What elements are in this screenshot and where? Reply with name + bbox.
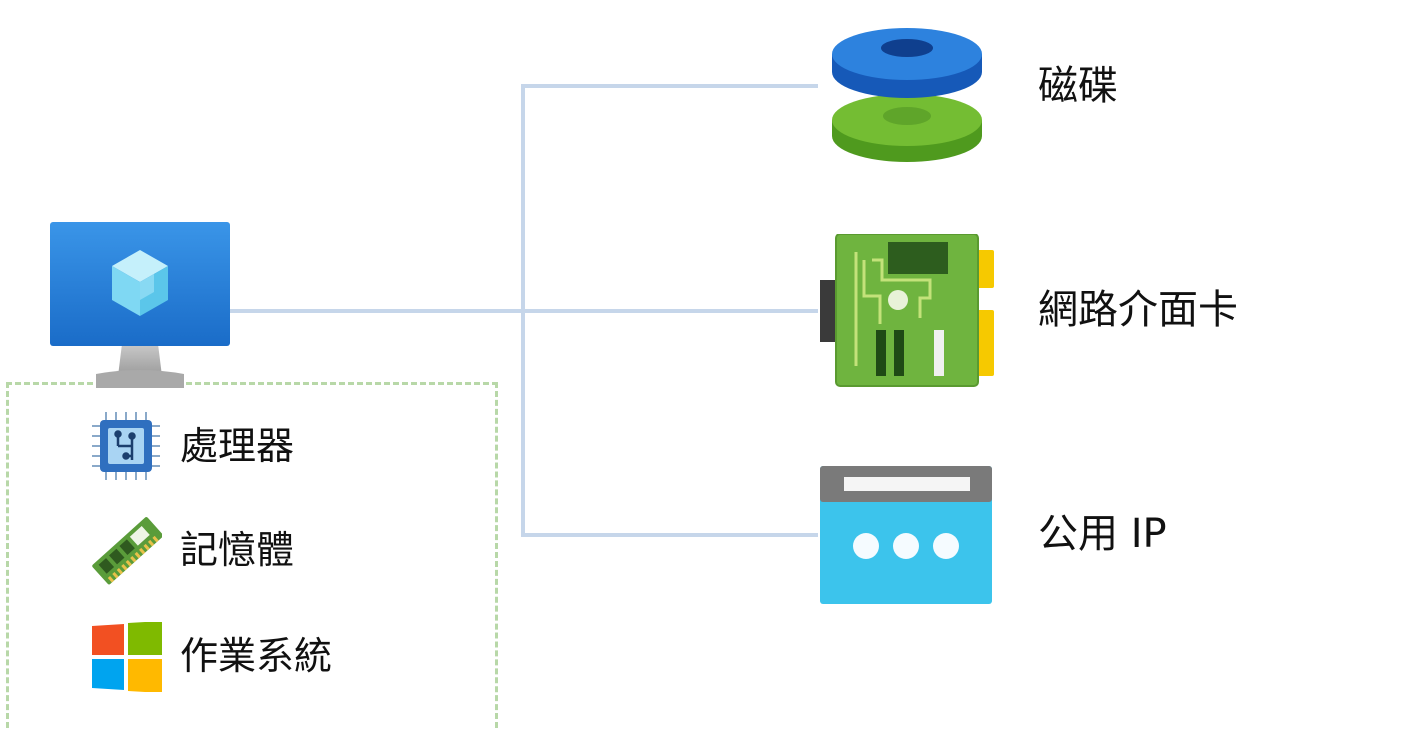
virtual-machine-monitor-icon bbox=[50, 222, 230, 388]
vm-components-group bbox=[6, 382, 498, 728]
cpu-chip-icon bbox=[92, 412, 160, 480]
nic-label: 網路介面卡 bbox=[1038, 287, 1238, 333]
public-ip-icon bbox=[820, 466, 992, 604]
disk-label: 磁碟 bbox=[1038, 63, 1118, 109]
network-card-icon bbox=[820, 234, 994, 387]
windows-logo-icon bbox=[92, 622, 162, 692]
cpu-label: 處理器 bbox=[180, 424, 295, 468]
memory-label: 記憶體 bbox=[180, 528, 295, 572]
public-ip-label: 公用 IP bbox=[1038, 511, 1167, 557]
disk-stack-icon bbox=[832, 28, 982, 162]
memory-module-icon bbox=[92, 517, 162, 585]
os-label: 作業系統 bbox=[180, 634, 333, 678]
